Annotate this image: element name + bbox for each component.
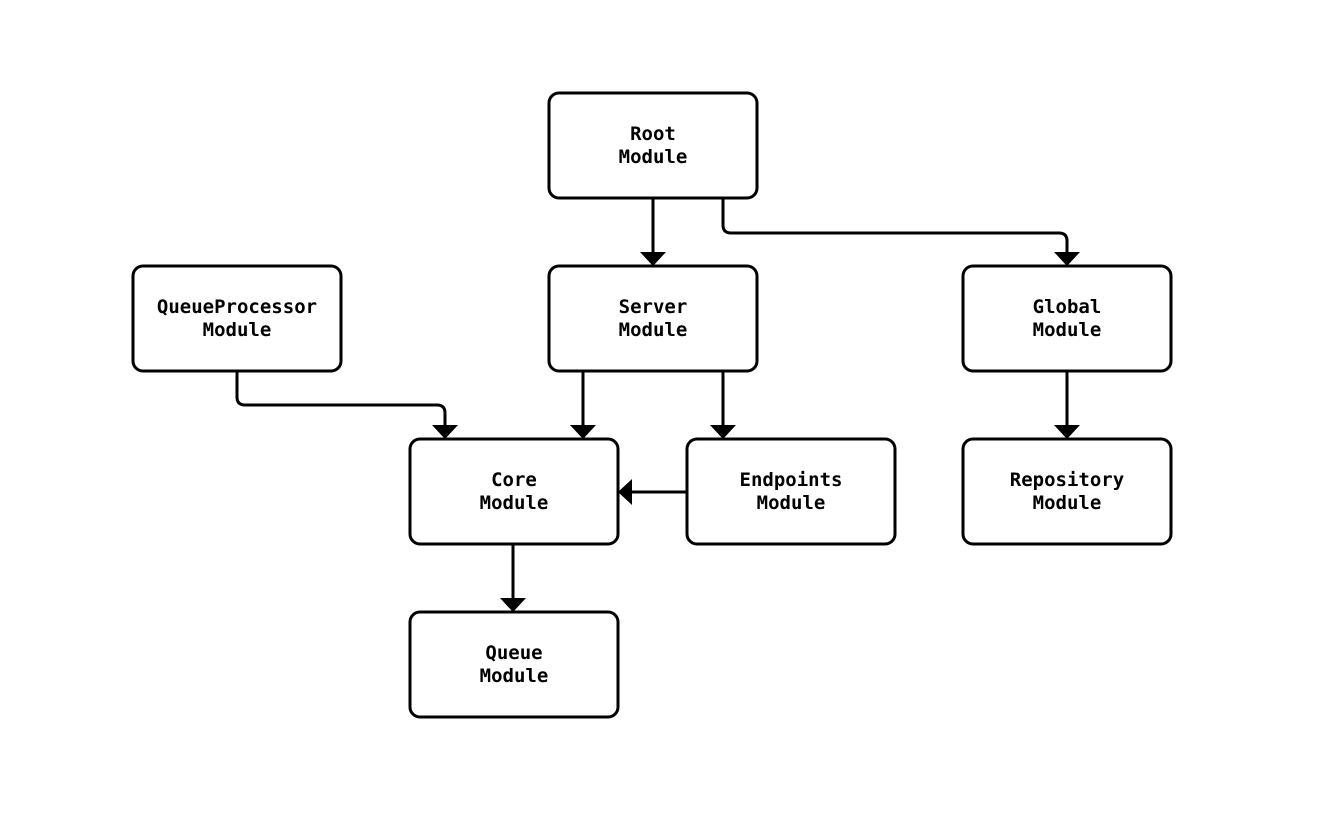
- node-root: [547, 91, 759, 200]
- arrowhead-icon: [1054, 425, 1080, 439]
- node-server: [547, 264, 759, 373]
- node-queueprocessor: [131, 264, 343, 373]
- node-global: [961, 264, 1173, 373]
- arrowhead-icon: [570, 425, 596, 439]
- arrowhead-icon: [640, 252, 666, 266]
- arrowhead-icon: [618, 479, 632, 505]
- node-repository: [961, 437, 1173, 546]
- edge-root-global: [721, 198, 1069, 254]
- arrowhead-icon: [1054, 252, 1080, 266]
- node-endpoints: [685, 437, 897, 546]
- node-core: [408, 437, 620, 546]
- edge-queueprocessor-core: [235, 371, 447, 427]
- arrowhead-icon: [500, 598, 526, 612]
- arrowhead-icon: [710, 425, 736, 439]
- node-queue: [408, 610, 620, 719]
- arrowhead-icon: [432, 425, 458, 439]
